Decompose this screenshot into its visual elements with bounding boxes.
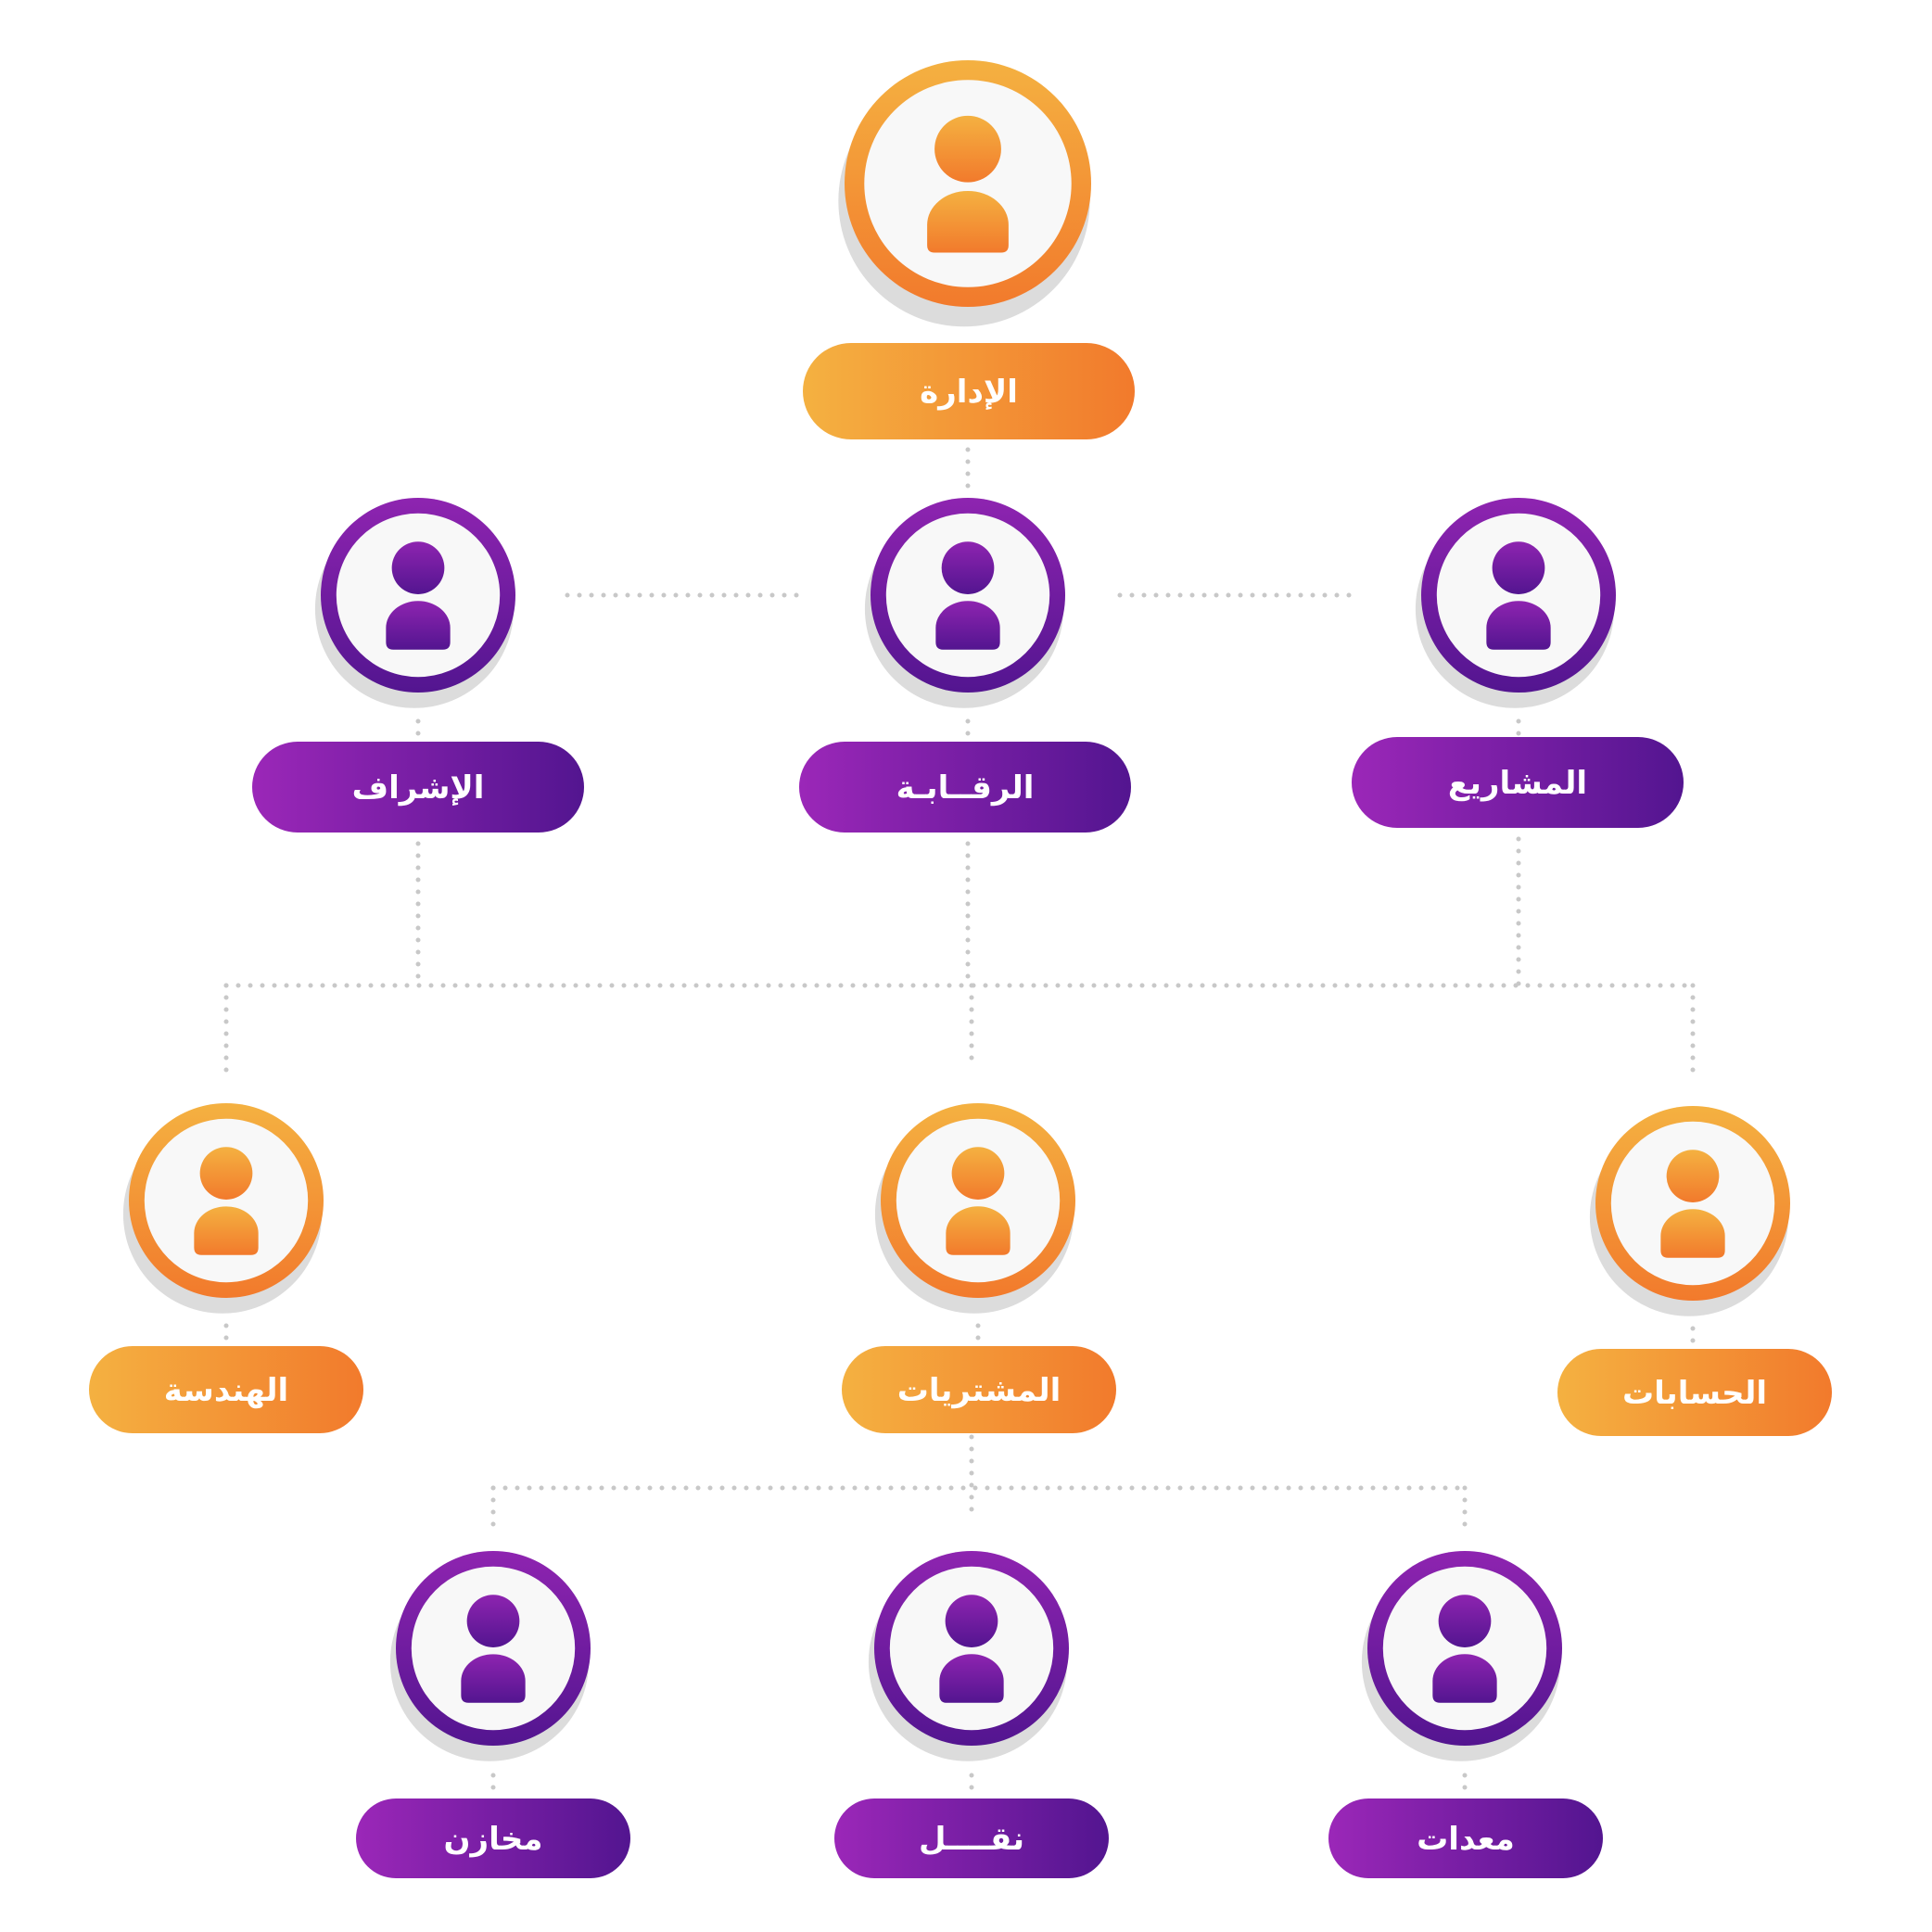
label-pill — [1557, 1349, 1832, 1436]
connector-lines — [223, 447, 1696, 1801]
nodes-layer: الإدارة الإشراف الرقــابـة المشاريع الهندسة ا… — [89, 60, 1832, 1878]
node-accounts: الحسابات — [1557, 1106, 1832, 1436]
node-projects: المشاريع — [1352, 498, 1684, 828]
person-icon — [386, 541, 451, 650]
node-label: الهندسة — [164, 1372, 288, 1409]
node-equipment: معدات — [1328, 1551, 1603, 1878]
person-icon — [461, 1595, 526, 1703]
label-pill — [842, 1346, 1116, 1433]
node-label: مخازن — [444, 1821, 543, 1858]
node-label: معدات — [1417, 1821, 1515, 1858]
label-pill — [89, 1346, 363, 1433]
label-pill — [834, 1799, 1109, 1878]
person-icon — [1432, 1595, 1497, 1703]
label-pill — [356, 1799, 630, 1878]
person-icon — [194, 1147, 259, 1255]
avatar-background — [889, 1566, 1054, 1731]
node-purchases: المشتريات — [842, 1103, 1116, 1433]
label-pill — [803, 343, 1135, 439]
node-transport: نقــــل — [834, 1551, 1109, 1878]
person-icon — [1486, 541, 1551, 650]
label-pill — [799, 742, 1131, 833]
person-icon — [946, 1147, 1010, 1255]
node-label: نقــــل — [919, 1821, 1024, 1858]
label-pill — [252, 742, 584, 833]
node-label: المشاريع — [1448, 765, 1587, 802]
person-icon — [1660, 1150, 1725, 1258]
avatar-background — [1436, 513, 1601, 678]
avatar-background — [144, 1118, 309, 1283]
label-pill — [1328, 1799, 1603, 1878]
label-pill — [1352, 737, 1684, 828]
node-supervision: الإشراف — [252, 498, 584, 833]
avatar-background — [885, 513, 1050, 678]
person-icon — [935, 541, 1000, 650]
node-management: الإدارة — [803, 60, 1135, 439]
node-warehouses: مخازن — [356, 1551, 630, 1878]
avatar-background — [1610, 1121, 1775, 1286]
node-label: الإشراف — [352, 769, 485, 807]
node-label: المشتريات — [897, 1372, 1061, 1409]
node-label: الرقــابـة — [896, 769, 1035, 807]
person-icon — [939, 1595, 1004, 1703]
avatar-background — [336, 513, 501, 678]
node-engineering: الهندسة — [89, 1103, 363, 1433]
avatar-background — [411, 1566, 576, 1731]
node-label: الإدارة — [920, 374, 1018, 411]
person-icon — [927, 115, 1009, 253]
avatar-background — [896, 1118, 1061, 1283]
node-label: الحسابات — [1622, 1375, 1767, 1412]
avatar-background — [864, 80, 1072, 287]
avatar-background — [1382, 1566, 1547, 1731]
node-monitoring: الرقــابـة — [799, 498, 1131, 833]
